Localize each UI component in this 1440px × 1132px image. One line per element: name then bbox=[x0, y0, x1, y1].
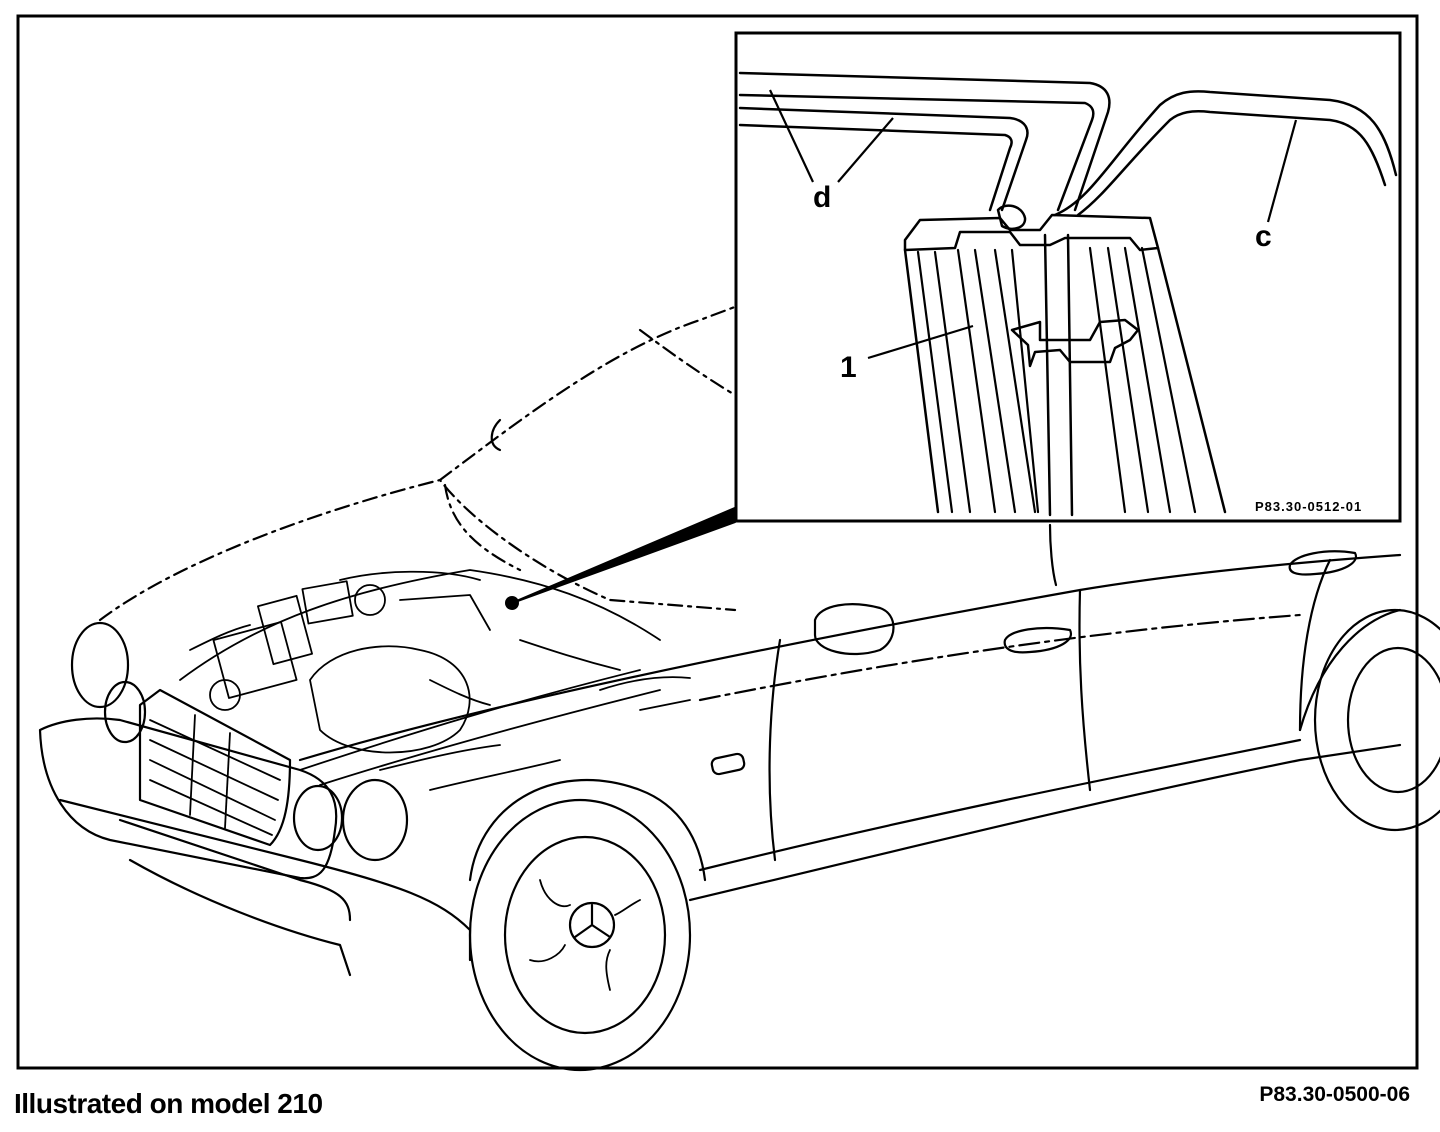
figure-reference: P83.30-0500-06 bbox=[1259, 1083, 1410, 1106]
callout-c: c bbox=[1255, 220, 1272, 253]
front-wheel-arch bbox=[468, 779, 707, 882]
rear-wheel-arch bbox=[1298, 608, 1402, 732]
bumper-strip bbox=[118, 818, 352, 922]
leader-1 bbox=[867, 324, 974, 360]
roof-line bbox=[438, 303, 742, 482]
leader-c bbox=[1266, 119, 1298, 223]
headlight-right-inner bbox=[292, 784, 344, 852]
element-outline-right bbox=[1156, 246, 1227, 514]
hood-outline bbox=[98, 478, 737, 622]
outer-frame bbox=[16, 14, 1419, 1070]
tube-d-upper bbox=[738, 71, 1111, 212]
element-outline-left bbox=[903, 248, 940, 514]
headlight-left-inner bbox=[103, 680, 147, 744]
callout-d: d bbox=[813, 181, 831, 214]
leader-d-2 bbox=[837, 117, 894, 183]
detail-inset: d c 1 P83.30-0512-01 bbox=[734, 31, 1402, 523]
grille-frame bbox=[138, 688, 292, 847]
inset-artwork bbox=[738, 71, 1398, 517]
rear-tire bbox=[1313, 608, 1440, 832]
front-door-edge bbox=[768, 638, 782, 862]
headlight-right-outer bbox=[341, 778, 409, 862]
tube-d-upper-inner bbox=[738, 93, 1095, 212]
side-mirror bbox=[813, 603, 895, 656]
rear-door-handle bbox=[1288, 550, 1358, 576]
leader-d-1 bbox=[769, 89, 814, 183]
leader-wedge bbox=[510, 506, 737, 605]
front-hub bbox=[568, 901, 616, 949]
rear-rim bbox=[1346, 646, 1440, 794]
tube-c-outer bbox=[1053, 90, 1398, 217]
beltline bbox=[298, 553, 1402, 762]
front-door-handle bbox=[1003, 626, 1073, 654]
inset-figure-ref: P83.30-0512-01 bbox=[1255, 499, 1362, 514]
front-rim bbox=[503, 835, 667, 1035]
side-marker bbox=[710, 752, 746, 776]
tube-c-down bbox=[1043, 233, 1074, 517]
car-illustration bbox=[38, 303, 1440, 1072]
callout-1: 1 bbox=[840, 351, 857, 384]
element-fins bbox=[916, 246, 1197, 514]
a-pillar bbox=[490, 418, 502, 452]
figure-caption: Illustrated on model 210 bbox=[14, 1088, 323, 1119]
rear-door-rear bbox=[1298, 558, 1332, 732]
clamp bbox=[1010, 318, 1140, 368]
grille-bars bbox=[149, 714, 281, 836]
rocker-line bbox=[688, 743, 1402, 902]
hood-inner bbox=[443, 483, 522, 572]
front-tire bbox=[468, 798, 692, 1072]
callout-leaders bbox=[769, 89, 1298, 360]
body-crease bbox=[698, 613, 1302, 702]
tube-joint bbox=[996, 204, 1027, 230]
b-pillar bbox=[1048, 523, 1058, 587]
front-door-rear bbox=[1078, 588, 1092, 792]
tube-d-lower-inner bbox=[738, 123, 1013, 212]
front-bumper bbox=[38, 717, 338, 880]
engine-bay bbox=[179, 569, 691, 791]
front-hub-star bbox=[573, 903, 612, 939]
front-apron bbox=[128, 858, 352, 977]
front-rim-spokes bbox=[529, 879, 641, 991]
lower-body bbox=[698, 738, 1302, 872]
windshield-edge bbox=[638, 328, 737, 397]
tube-d-lower bbox=[738, 106, 1029, 212]
bumper-lower bbox=[58, 798, 472, 962]
headlight-left-outer bbox=[70, 621, 130, 709]
tube-c-inner bbox=[1076, 110, 1387, 217]
